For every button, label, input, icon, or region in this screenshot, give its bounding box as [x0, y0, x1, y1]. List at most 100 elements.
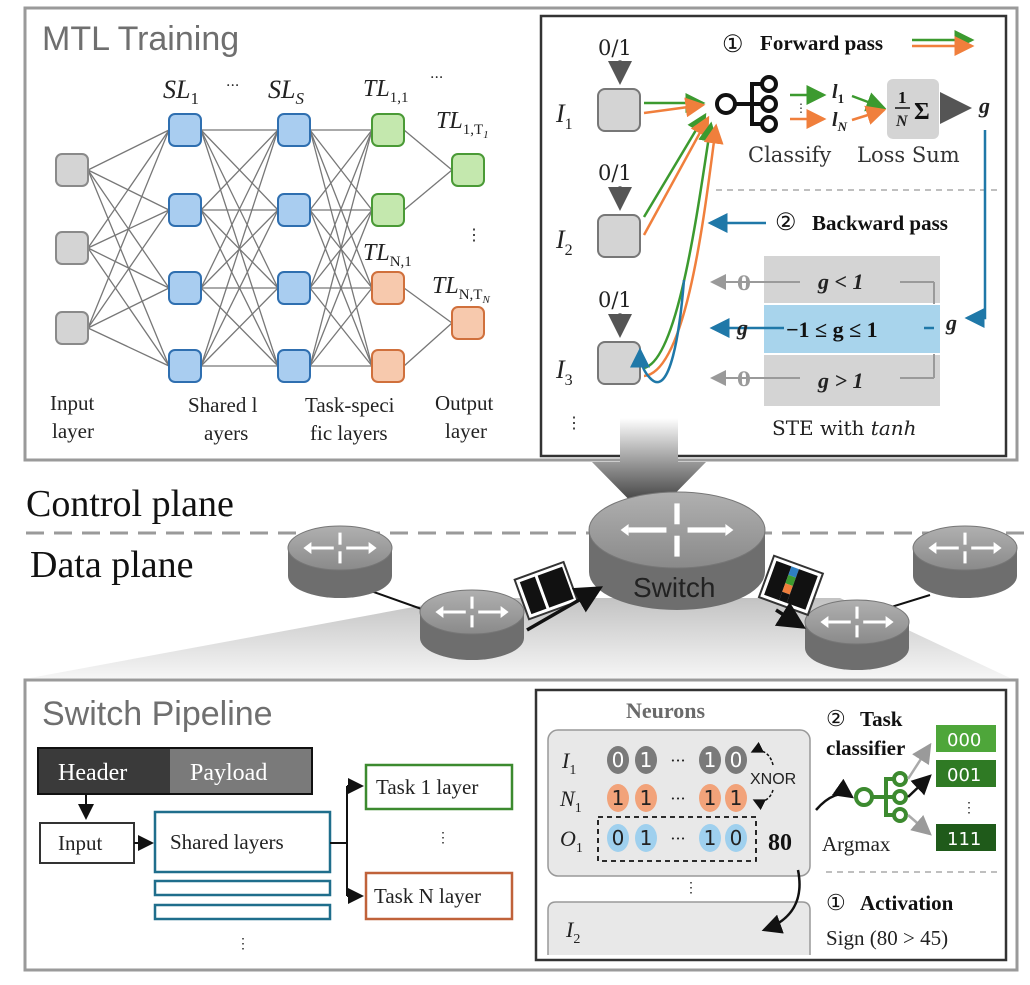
o1-bit-4: [725, 824, 747, 852]
neuron-o1-label: O: [560, 826, 576, 851]
svg-text:SL1: SL1: [163, 75, 199, 108]
input-box-label: Input: [58, 831, 102, 855]
svg-text:TLN,1: TLN,1: [363, 240, 412, 270]
task-code-111: [936, 824, 996, 851]
svg-text:TLN,TN: TLN,TN: [432, 273, 490, 306]
loss-sum-box: [887, 79, 939, 139]
svg-text:I2: I2: [555, 225, 573, 259]
svg-text:STE with tanh: STE with tanh: [772, 416, 917, 440]
step2-marker: ②: [775, 208, 797, 236]
network-edge: [87, 327, 170, 367]
o1-bit-2: [635, 824, 657, 852]
node-input-2: [55, 231, 89, 265]
task-code-001-label: 001: [947, 765, 981, 786]
task-classifier-icon: [854, 771, 908, 823]
gate-label-2: 0/1: [598, 161, 632, 185]
task-layers-label-2: fic layers: [310, 421, 388, 445]
network-edge: [200, 287, 279, 367]
pipeline-vdots: ⋮: [236, 936, 250, 952]
n1-bit-3: [699, 784, 721, 812]
payload-field: [170, 748, 312, 794]
svg-text:SLS: SLS: [268, 75, 304, 108]
argmax-label: Argmax: [822, 832, 891, 856]
node-shared-1-2: [168, 193, 202, 227]
layer-ellipsis-1: ···: [226, 78, 239, 94]
network-edge: [309, 287, 373, 367]
node-shared-1-1: [168, 113, 202, 147]
node-input-3: [55, 311, 89, 345]
node-shared-s-2: [277, 193, 311, 227]
network-edge: [200, 129, 279, 211]
sigma: Σ: [914, 99, 930, 125]
task1-layer-box: [364, 763, 514, 811]
step1-activation-marker: ①: [826, 891, 846, 916]
network-edge: [403, 287, 453, 324]
sls-label: SLS: [268, 75, 304, 108]
ste-out-top: 0: [737, 271, 751, 295]
data-plane-label: Data plane: [30, 544, 194, 586]
gate-label-1: 0/1: [598, 36, 632, 60]
step1-marker: ①: [722, 30, 744, 58]
step2-classifier-marker: ②: [826, 707, 846, 732]
task-classifier-label-1: Task: [860, 707, 903, 731]
network-edge: [87, 287, 170, 329]
output-vdots: ⋮: [466, 225, 482, 244]
task-code-000: [936, 725, 996, 752]
node-taskn-1: [371, 271, 405, 305]
i1-bit-4-label: 0: [730, 748, 743, 772]
n1-bit-3-label: 1: [704, 786, 717, 810]
popcount-value: 80: [768, 830, 792, 856]
network-edge: [200, 129, 279, 367]
network-edge: [403, 322, 453, 367]
frac-den: N: [895, 113, 909, 130]
task-code-000-label: 000: [947, 730, 981, 751]
activation-arrow: [761, 869, 801, 934]
ste-caption: STE with: [772, 416, 871, 440]
node-shared-1-4: [168, 349, 202, 383]
switch-label: Switch: [633, 572, 715, 603]
output-bits-frame: [597, 816, 757, 862]
network-edge: [309, 129, 373, 289]
network-edges: [87, 129, 453, 367]
node-out1-1: [451, 153, 485, 187]
sign-label: Sign (80 > 45): [826, 926, 948, 950]
neurons-title: Neurons: [626, 698, 705, 723]
neuron-n1-sub: 1: [575, 801, 582, 816]
activation-label: Activation: [860, 891, 954, 915]
svg-text:I1: I1: [561, 748, 576, 778]
classify-label: Classify: [748, 143, 831, 167]
router-lower-left: [419, 589, 525, 660]
o1-bit-1-label: 0: [612, 826, 625, 850]
task-code-001: [936, 760, 996, 787]
switch-router: [588, 491, 766, 610]
network-edge: [403, 129, 453, 171]
backward-pass-label: Backward pass: [812, 211, 948, 235]
svg-text:TL1,T1: TL1,T1: [436, 108, 489, 141]
node-shared-s-1: [277, 113, 311, 147]
o1-dots: ···: [670, 829, 685, 848]
network-edge: [200, 209, 279, 367]
sum-arrow-orange: [851, 105, 887, 125]
svg-text:N1: N1: [559, 786, 582, 816]
i1-bit-1: [607, 746, 629, 774]
input-i3: 0/1 I3: [555, 288, 641, 389]
network-edge: [87, 247, 170, 367]
task-layers-label-1: Task-speci: [305, 393, 395, 417]
incoming-packet: [513, 560, 580, 621]
input-layer-label-1: Input: [50, 391, 94, 415]
neuron-n1-label: N: [559, 786, 576, 811]
node-shared-s-3: [277, 271, 311, 305]
n1-bit-4: [725, 784, 747, 812]
network-edge: [87, 129, 170, 249]
ln-sub: N: [837, 119, 848, 134]
shared-layer-stack-2: [153, 903, 332, 921]
output-layer-label-2: layer: [445, 419, 487, 443]
neuron-o1-sub: 1: [576, 841, 583, 856]
input-i1: 0/1 I1: [555, 36, 641, 133]
n1-bit-1-label: 1: [612, 786, 625, 810]
ste-g-right: g: [945, 310, 957, 335]
svg-text:I2: I2: [565, 917, 580, 947]
o1-bit-2-label: 1: [640, 826, 653, 850]
router-right: [912, 525, 1018, 598]
